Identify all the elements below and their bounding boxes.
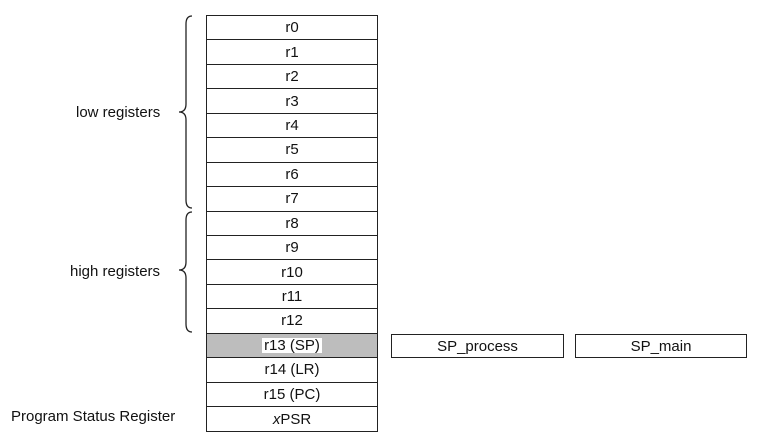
register-label: r1: [285, 43, 299, 61]
register-label: r2: [285, 68, 299, 86]
sp-main-label: SP_main: [630, 337, 692, 355]
low-registers-label: low registers: [76, 104, 161, 121]
register-label: r15 (PC): [263, 385, 321, 403]
register-r13-sp: r13 (SP): [207, 333, 377, 359]
register-label: r0: [285, 19, 299, 37]
register-r5: r5: [207, 138, 377, 163]
register-label: r14 (LR): [264, 361, 320, 379]
register-r0: r0: [207, 16, 377, 41]
register-r4: r4: [207, 114, 377, 139]
register-label: r9: [285, 239, 299, 257]
register-r12: r12: [207, 309, 377, 334]
xpsr-prefix: x: [272, 410, 281, 428]
register-r7: r7: [207, 187, 377, 212]
register-label: r6: [285, 165, 299, 183]
register-label: r3: [285, 92, 299, 110]
register-label: r10: [281, 263, 303, 281]
register-label: r5: [285, 141, 299, 159]
xpsr-suffix: PSR: [280, 410, 312, 428]
sp-process-label: SP_process: [437, 337, 518, 355]
register-r15-pc: r15 (PC): [207, 383, 377, 407]
register-label: r13 (SP): [262, 336, 322, 354]
register-label: r11: [281, 288, 303, 306]
high-registers-label: high registers: [70, 263, 161, 280]
register-label: r7: [285, 190, 299, 208]
register-r9: r9: [207, 236, 377, 261]
register-r10: r10: [207, 260, 377, 285]
register-r6: r6: [207, 163, 377, 188]
register-label: r12: [281, 312, 303, 330]
register-r1: r1: [207, 40, 377, 65]
register-r14-lr: r14 (LR): [207, 358, 377, 383]
register-r8: r8: [207, 212, 377, 236]
high-registers-brace: [178, 211, 193, 333]
register-label: r4: [285, 116, 299, 134]
low-registers-brace: [178, 15, 193, 209]
register-label: r8: [285, 214, 299, 232]
program-status-register-label: Program Status Register: [11, 408, 176, 425]
sp-main-box: SP_main: [575, 334, 747, 358]
register-r3: r3: [207, 89, 377, 114]
register-r11: r11: [207, 285, 377, 310]
sp-process-box: SP_process: [391, 334, 564, 358]
register-stack: r0 r1 r2 r3 r4 r5 r6 r7 r8 r9 r10 r11 r1…: [206, 15, 378, 433]
register-r2: r2: [207, 65, 377, 90]
